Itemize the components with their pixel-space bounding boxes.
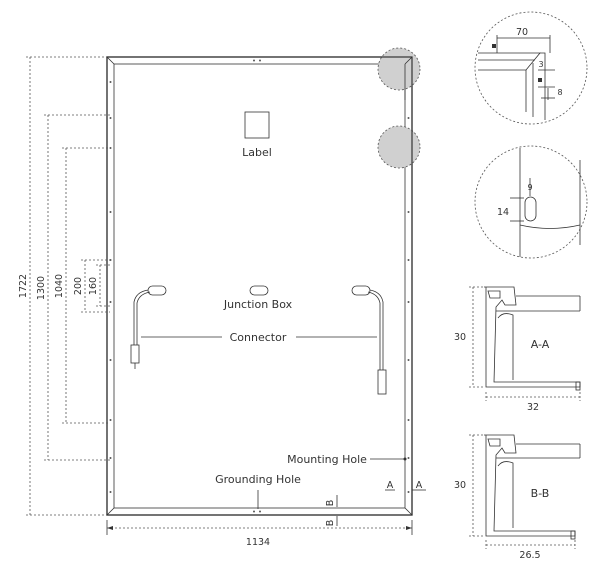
frame-holes [109, 59, 410, 513]
label-text: Label [242, 146, 272, 159]
dim-1300 [44, 114, 110, 461]
junction-box-label: Junction Box [223, 298, 293, 311]
detail-corner [474, 11, 588, 125]
bb-height-text: 30 [454, 480, 466, 491]
corner-70-text: 70 [516, 27, 528, 38]
label-box [244, 111, 270, 139]
mounting-hole-label: Mounting Hole [287, 453, 367, 466]
bb-width-text: 26.5 [519, 550, 540, 561]
dim-1722-text: 1722 [18, 274, 29, 298]
dim-1040 [62, 147, 110, 424]
dim-1300-text: 1300 [36, 276, 47, 300]
corner-8-text: 8 [557, 88, 562, 97]
cables [130, 289, 387, 395]
dim-aa-height [469, 286, 484, 388]
section-a-left: A [387, 480, 394, 491]
dim-1134-text: 1134 [246, 537, 270, 548]
aa-height-text: 30 [454, 332, 466, 343]
dim-bb-height [469, 434, 484, 537]
section-a-right: A [416, 480, 423, 491]
dim-160-text: 160 [88, 277, 99, 295]
grounding-hole-label: Grounding Hole [215, 473, 301, 486]
section-bb-label: B-B [531, 487, 550, 500]
hole-9-text: 9 [527, 183, 532, 192]
detail-circle-hole [377, 125, 421, 169]
dim-bb-width [485, 540, 576, 549]
dim-1722 [26, 56, 107, 516]
dim-1040-text: 1040 [54, 274, 65, 298]
dim-aa-width [485, 392, 581, 401]
dim-160 [96, 264, 110, 307]
aa-width-text: 32 [527, 402, 539, 413]
junction-boxes [147, 285, 371, 296]
detail-hole [474, 145, 588, 259]
section-aa-label: A-A [531, 338, 550, 351]
corner-3-text: 3 [538, 60, 543, 69]
section-aa-profile [484, 286, 581, 391]
dim-1134 [106, 520, 413, 535]
dim-200-text: 200 [73, 277, 84, 295]
connector-label: Connector [230, 331, 287, 344]
hole-14-text: 14 [497, 207, 509, 218]
section-b-upper: B [325, 500, 336, 507]
dim-200 [81, 259, 110, 313]
section-b-lower: B [325, 520, 336, 527]
section-bb-profile [484, 434, 581, 540]
detail-circle-top [377, 47, 421, 91]
